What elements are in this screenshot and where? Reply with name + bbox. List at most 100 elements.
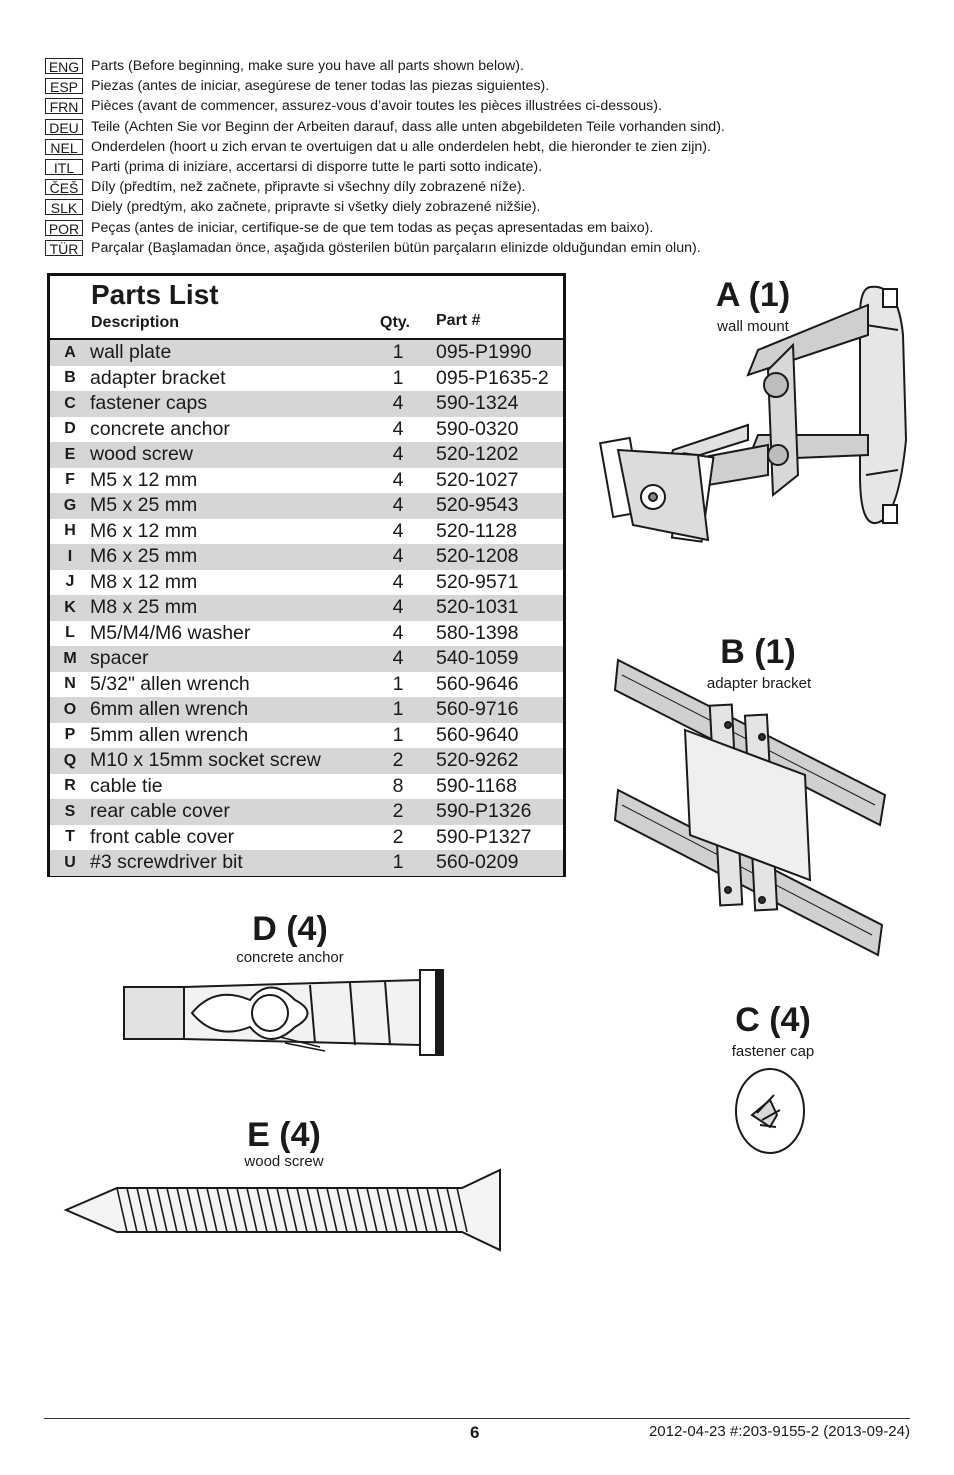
part-quantity: 4 [392,647,404,670]
part-letter: J [65,573,75,591]
part-letter: R [64,777,76,795]
figure-c-label: fastener cap [731,1043,815,1060]
part-letter: Q [63,751,77,769]
language-text: Teile (Achten Sie vor Beginn der Arbeite… [91,118,725,135]
language-code: FRN [45,98,83,115]
part-letter: S [64,802,76,820]
part-letter: U [64,853,76,871]
part-description: M5 x 12 mm [90,468,198,491]
parts-list-header: Parts List Description Qty. Part # [50,276,563,340]
part-quantity: 4 [392,494,404,517]
part-quantity: 1 [392,698,404,721]
language-text: Parçalar (Başlamadan önce, aşağıda göste… [91,239,701,256]
table-row: O 6mm allen wrench 1 560-9716 [50,697,563,723]
language-row: POR Peças (antes de iniciar, certifique-s… [45,218,905,238]
part-number: 590-0320 [436,417,519,440]
figure-e-label: wood screw [244,1153,324,1170]
part-quantity: 1 [392,851,404,874]
part-number: 560-9716 [436,698,519,721]
part-description: cable tie [90,774,163,797]
part-description: front cable cover [90,825,235,848]
figure-c-title: C (4) [735,1001,811,1039]
part-number: 520-9543 [436,494,519,517]
part-number: 520-1027 [436,468,519,491]
page-number: 6 [470,1423,480,1442]
parts-list-title: Parts List [91,279,219,310]
part-number: 520-9262 [436,749,519,772]
part-quantity: 4 [392,621,404,644]
language-code: POR [45,219,83,237]
description-header: Description [91,314,180,331]
part-number: 580-1398 [436,621,519,644]
language-code: ITL [45,159,83,176]
language-code: DEU [45,118,83,136]
part-letter: K [64,598,76,616]
figure-a-title: A (1) [715,276,791,314]
language-text: Piezas (antes de iniciar, asegúrese de t… [91,78,550,95]
language-code: TÜR [45,239,83,257]
footer-divider [44,1418,910,1419]
fastener-cap-illustration [735,1068,805,1154]
part-description: M6 x 12 mm [90,519,198,542]
part-number: 520-1031 [436,596,519,619]
part-letter: C [64,394,76,412]
language-code: SLK [45,199,83,216]
language-row: DEU Teile (Achten Sie vor Beginn der Arbe… [45,117,905,137]
part-letter: E [64,445,76,463]
part-letter: T [65,828,75,846]
part-letter: N [64,675,76,693]
language-text: Díly (předtím, než začnete, připravte si… [91,179,526,196]
part-letter: M [63,649,77,667]
part-description: rear cable cover [90,800,230,823]
part-quantity: 8 [392,774,404,797]
figure-d-label: concrete anchor [236,949,344,966]
part-number: 560-9646 [436,672,519,695]
part-letter: G [63,496,77,514]
part-number: 590-1324 [436,392,519,415]
part-description: concrete anchor [90,417,230,440]
part-letter: H [64,522,76,540]
concrete-anchor-illustration [123,969,444,1056]
part-description: 5mm allen wrench [90,723,249,746]
part-number: 590-1168 [436,774,517,797]
part-number: 590-P1327 [436,825,532,848]
part-letter: P [64,726,76,744]
part-letter: F [65,471,75,489]
language-row: TÜR Parçalar (Başlamadan önce, aşağıda gö… [45,238,905,258]
language-code: NEL [45,138,83,156]
figure-a-label: wall mount [717,318,789,335]
part-quantity: 4 [392,468,404,491]
part-description: wall plate [90,341,172,364]
part-description: M8 x 12 mm [90,570,198,593]
part-letter: O [63,700,77,718]
part-description: wood screw [90,443,193,466]
part-quantity: 4 [392,545,404,568]
part-description: 6mm allen wrench [90,698,249,721]
part-description: adapter bracket [90,366,226,389]
figure-b-title: B (1) [720,633,796,671]
part-quantity: 2 [392,800,404,823]
part-description: M10 x 15mm socket screw [90,749,321,772]
part-description: M6 x 25 mm [90,545,198,568]
wood-screw-illustration [63,1168,501,1252]
part-letter: I [67,547,73,565]
language-text: Peças (antes de iniciar, certifique-se d… [91,219,654,236]
